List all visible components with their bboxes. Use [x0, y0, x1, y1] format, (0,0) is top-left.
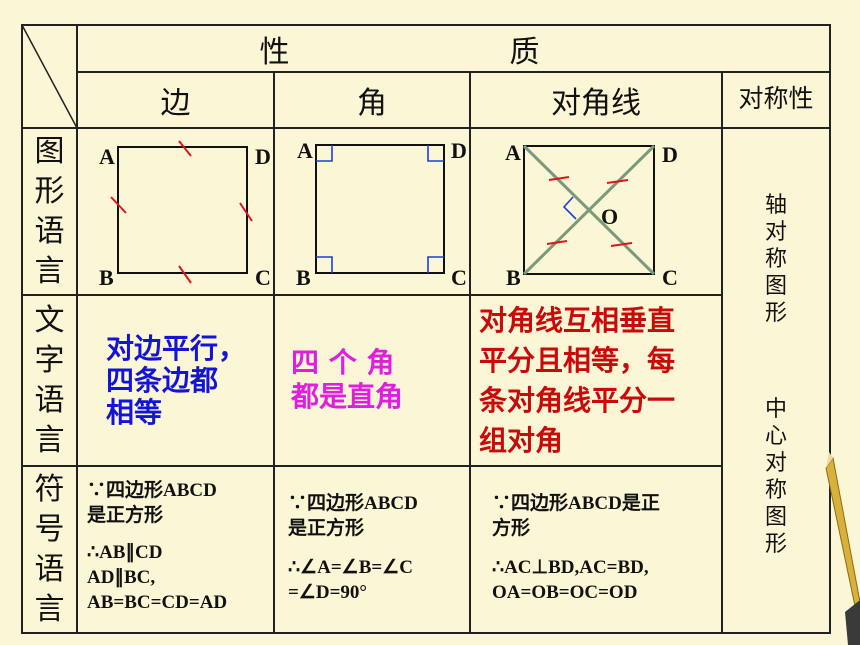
symmetry-axial-3: 称 [764, 247, 787, 272]
symbol-diagonal-line-1: ∵四边形ABCD是正 [492, 493, 660, 514]
symmetry-axial-2: 对 [764, 220, 787, 245]
text-side-property: 对边平行， 四条边都 相等 [106, 333, 266, 429]
diagonals-vertex-b: B [506, 265, 521, 290]
column-header-side: 边 [160, 86, 191, 121]
symbol-angle-line-3: ∴∠A=∠B=∠C [288, 557, 413, 578]
symmetry-central-2: 心 [764, 424, 787, 449]
text-angle-line-2: 都是直角 [291, 380, 404, 413]
symbol-diagonal-line-2: 方形 [492, 518, 531, 539]
square-angles [315, 144, 445, 274]
right-angle-marks [316, 145, 444, 273]
row-label-symbol-4: 言 [34, 591, 65, 627]
row-label-graphic-3: 语 [34, 213, 65, 249]
symmetry-central-5: 图 [764, 505, 787, 530]
text-side-line-2: 四条边都 [106, 364, 219, 397]
angles-vertex-a: A [297, 138, 313, 163]
diagonal-lines [522, 144, 656, 276]
symmetry-axial-4: 图 [764, 274, 787, 299]
diagonals-vertex-c: C [662, 265, 678, 290]
row-label-text: 文 字 语 言 [22, 295, 77, 466]
symbol-side-line-3: ∴AB∥CD [87, 542, 163, 563]
symbol-side-line-1: ∵四边形ABCD [87, 480, 217, 501]
symbol-side-line-4: AD∥BC, [87, 567, 156, 588]
text-diagonal-line-2: 平分且相等，每 [479, 344, 676, 377]
column-header-angle: 角 [357, 86, 387, 121]
symbol-side: ∵四边形ABCD 是正方形 ∴AB∥CD AD∥BC, AB=BC=CD=AD [87, 478, 272, 615]
text-diagonal-property: 对角线互相垂直 平分且相等，每 条对角线平分一 组对角 [479, 301, 719, 461]
sides-vertex-b: B [99, 265, 114, 290]
row-label-graphic-2: 形 [34, 173, 65, 209]
text-diagonal-line-1: 对角线互相垂直 [479, 304, 676, 337]
symbol-angle-line-2: 是正方形 [288, 518, 365, 539]
row-label-symbol-3: 语 [34, 551, 65, 587]
equal-side-ticks [110, 140, 253, 284]
header-property: 性 质 [77, 25, 722, 72]
row-label-symbol-1: 符 [34, 471, 65, 507]
diagonal-right-angle-mark [562, 196, 577, 220]
symmetry-axial: 轴 对 称 图 形 [722, 192, 830, 327]
row-label-text-2: 字 [34, 342, 65, 378]
symbol-angle: ∵四边形ABCD 是正方形 ∴∠A=∠B=∠C =∠D=90° [288, 491, 468, 605]
column-header-diagonal: 对角线 [551, 86, 641, 121]
angles-vertex-c: C [451, 265, 467, 290]
symbol-diagonal-line-4: OA=OB=OC=OD [492, 582, 638, 603]
row-label-symbol-2: 号 [34, 511, 65, 547]
row-label-text-1: 文 [34, 302, 65, 338]
sides-vertex-c: C [255, 265, 271, 290]
symmetry-central-1: 中 [764, 397, 787, 422]
row-label-text-3: 语 [34, 382, 65, 418]
header-property-char-1: 性 [259, 34, 290, 70]
symmetry-axial-5: 形 [764, 301, 787, 326]
angles-vertex-b: B [296, 265, 311, 290]
text-side-line-1: 对边平行， [106, 332, 247, 365]
sides-vertex-d: D [255, 144, 271, 169]
square-diagonals [523, 145, 655, 275]
symmetry-central-6: 形 [764, 532, 787, 557]
diagonals-center-o: O [601, 204, 618, 229]
diagonals-vertex-d: D [662, 142, 678, 167]
diagonals-vertex-a: A [505, 140, 521, 165]
header-property-char-2: 质 [509, 34, 540, 70]
symbol-diagonal: ∵四边形ABCD是正 方形 ∴AC⊥BD,AC=BD, OA=OB=OC=OD [492, 491, 720, 605]
row-label-text-4: 言 [34, 422, 65, 458]
column-header-symmetry: 对称性 [738, 84, 814, 113]
row-label-symbol: 符 号 语 言 [22, 466, 77, 633]
square-sides [117, 146, 248, 274]
symbol-angle-line-1: ∵四边形ABCD [288, 493, 418, 514]
symmetry-central-3: 对 [764, 451, 787, 476]
row-label-graphic: 图 形 语 言 [22, 128, 77, 295]
symbol-diagonal-line-3: ∴AC⊥BD,AC=BD, [492, 557, 649, 578]
text-angle-line-1: 四 个 角 [291, 346, 395, 379]
symmetry-axial-1: 轴 [764, 193, 787, 218]
sides-vertex-a: A [99, 144, 115, 169]
symbol-side-line-5: AB=BC=CD=AD [87, 592, 228, 613]
row-label-graphic-1: 图 [34, 133, 65, 169]
symbol-side-line-2: 是正方形 [87, 505, 164, 526]
angles-vertex-d: D [451, 138, 467, 163]
symmetry-central: 中 心 对 称 图 形 [722, 396, 830, 558]
symbol-angle-line-4: =∠D=90° [288, 582, 368, 603]
text-side-line-3: 相等 [106, 396, 163, 429]
symmetry-central-4: 称 [764, 478, 787, 503]
row-label-graphic-4: 言 [34, 253, 65, 289]
equal-half-diagonal-ticks [546, 176, 633, 247]
text-diagonal-line-4: 组对角 [479, 424, 564, 457]
text-angle-property: 四 个 角 都是直角 [291, 346, 461, 414]
text-diagonal-line-3: 条对角线平分一 [479, 384, 676, 417]
